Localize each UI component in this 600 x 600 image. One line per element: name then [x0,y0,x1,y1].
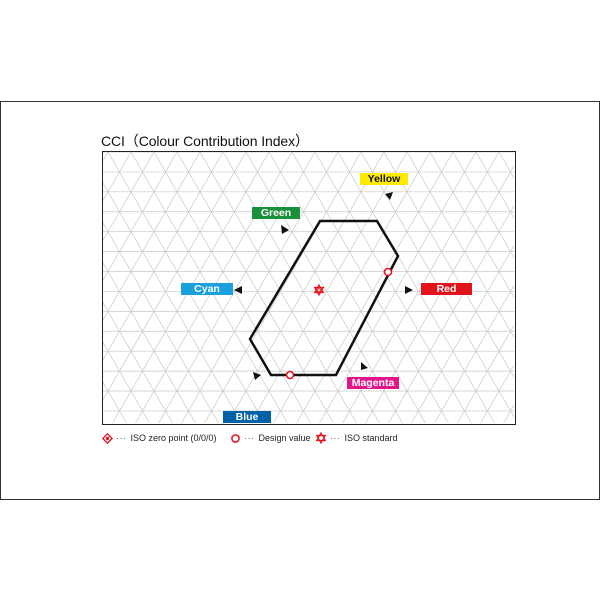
triangular-grid [103,152,514,423]
legend-dots: ··· [330,433,341,443]
label-cyan: Cyan [181,283,233,295]
label-yellow: Yellow [360,173,408,185]
arrow-yellow-icon [385,192,393,200]
arrow-red-icon [405,286,413,294]
label-blue: Blue [223,411,271,423]
legend-item-iso-standard: ··· ISO standard [315,431,398,445]
cci-overlay [234,192,413,380]
arrow-blue-icon [253,372,261,380]
label-magenta: Magenta [347,377,399,389]
diagram-title: CCI（Colour Contribution Index） [101,133,309,149]
legend-item-iso-zero-point: ··· ISO zero point (0/0/0) [102,431,217,445]
legend-text: Design value [258,433,311,443]
design-value-icon [231,433,240,443]
legend-dots: ··· [116,433,127,443]
design-value-marker [285,370,295,380]
arrow-cyan-icon [234,286,242,294]
design-value-marker [383,267,393,277]
legend-text: ISO standard [344,433,398,443]
legend-item-design-value: ··· Design value [230,431,311,445]
legend: ··· ISO zero point (0/0/0) ··· Design va… [102,431,522,445]
arrow-green-icon [281,225,289,234]
iso-zero-point-icon [102,432,113,444]
legend-text: ISO zero point (0/0/0) [130,433,217,443]
legend-dots: ··· [244,433,255,443]
cci-diagram [102,151,516,425]
cci-hexagon-outline [248,219,400,377]
grid-lines [103,152,514,423]
label-red: Red [421,283,472,295]
iso-standard-marker [313,283,325,297]
iso-standard-icon [315,432,327,444]
label-green: Green [252,207,300,219]
arrow-magenta-icon [361,362,368,370]
